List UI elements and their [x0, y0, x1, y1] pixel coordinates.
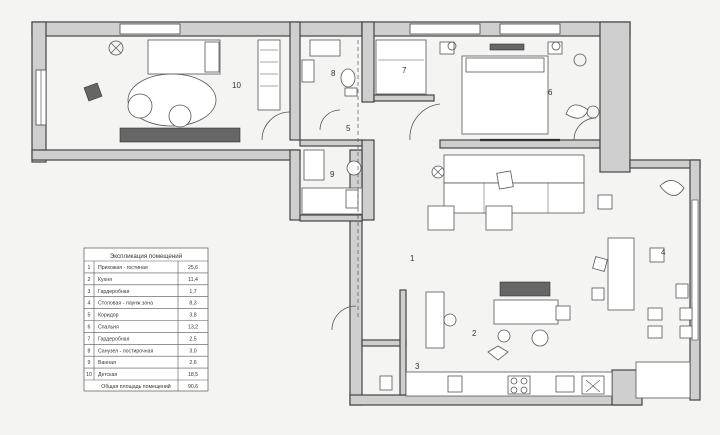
legend-row-name: Коридор [98, 313, 119, 319]
legend-row-area: 8,3 [189, 301, 196, 307]
legend-title: Экспликация помещений [110, 253, 183, 260]
room-number-3: 3 [415, 362, 420, 371]
legend-row-area: 2,6 [189, 360, 196, 366]
windows [35, 23, 699, 341]
room-10-furniture [83, 39, 291, 143]
legend-row-area: 11,4 [188, 277, 198, 283]
room-numbers: 10 8 5 9 7 6 1 4 2 3 [232, 66, 666, 371]
room-number-2: 2 [472, 329, 477, 338]
kitchen-furniture [331, 281, 613, 397]
room-number-9: 9 [330, 170, 335, 179]
legend-row-area: 18,5 [188, 372, 198, 378]
legend-row-name: Прихожая - гостиная [98, 265, 148, 271]
legend-row-number: 10 [86, 372, 92, 378]
legend-row-area: 1,7 [189, 289, 196, 295]
legend-row-name: Столовая - лаунж зона [98, 301, 153, 307]
legend-row-name: Детская [98, 372, 117, 378]
legend-total-value: 90,6 [188, 384, 198, 390]
room-number-10: 10 [232, 81, 241, 90]
legend-row-number: 9 [88, 360, 91, 366]
legend-row-name: Ванная [98, 360, 116, 366]
legend-row-number: 6 [88, 325, 91, 331]
legend-row-name: Санузел - постирочная [98, 348, 153, 354]
room-9-fixtures [301, 149, 363, 215]
room-number-4: 4 [661, 248, 666, 257]
living-furniture [427, 154, 693, 399]
legend-row-area: 13,2 [188, 325, 198, 331]
legend-row-area: 25,6 [188, 265, 198, 271]
legend-row-name: Спальня [98, 325, 119, 331]
walls [31, 21, 701, 406]
room-6-furniture [375, 39, 600, 142]
room-number-8: 8 [331, 69, 336, 78]
legend-row-name: Кухня [98, 277, 112, 283]
room-number-6: 6 [548, 88, 553, 97]
room-number-5: 5 [346, 124, 351, 133]
legend-row-area: 3,8 [189, 313, 196, 319]
legend-row-number: 1 [88, 265, 91, 271]
legend-row-number: 5 [88, 313, 91, 319]
legend-row-area: 2,5 [189, 336, 196, 342]
legend-row-name: Гардеробная [98, 289, 130, 295]
room-number-7: 7 [402, 66, 407, 75]
legend-row-number: 7 [88, 336, 91, 342]
legend-row-number: 3 [88, 289, 91, 295]
legend-row-area: 3,0 [189, 348, 196, 354]
legend-row-number: 2 [88, 277, 91, 283]
legend-row-name: Гардеробная [98, 336, 130, 342]
legend-total-label: Общая площадь помещений [101, 383, 171, 390]
legend-row-number: 4 [88, 301, 91, 307]
legend-row-number: 8 [88, 348, 91, 354]
room-number-1: 1 [410, 254, 415, 263]
legend-table: Экспликация помещений 1 Прихожая - гостин… [83, 247, 209, 392]
room-8-fixtures [301, 39, 358, 131]
